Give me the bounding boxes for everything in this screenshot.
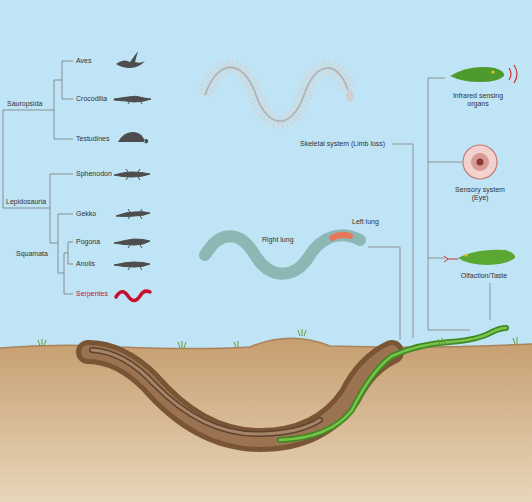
- snake-silhouette: [116, 291, 150, 300]
- turtle-silhouette: [118, 132, 148, 143]
- green-snake: [280, 328, 506, 440]
- infrared-eye: [491, 70, 494, 73]
- taxon-label: Testudines: [76, 135, 109, 143]
- organ-label: Left lung: [352, 218, 379, 226]
- infrared-head: [450, 67, 504, 82]
- eye-ball: [463, 145, 497, 179]
- eye-iris: [471, 153, 489, 171]
- pogona-silhouette: [114, 239, 150, 248]
- crocodile-silhouette: [114, 96, 151, 104]
- clade-label: Sauropsida: [7, 100, 42, 108]
- grass: [38, 329, 517, 348]
- clade-label: Lepidosauria: [6, 198, 46, 206]
- taxon-label: Crocodilia: [76, 95, 107, 103]
- organ-label: Sensory system (Eye): [449, 186, 511, 202]
- tuatara-silhouette: [114, 169, 150, 180]
- olfaction-eye: [465, 254, 468, 257]
- organ-label: Right lung: [262, 236, 294, 244]
- anolis-silhouette: [114, 262, 150, 270]
- skull: [346, 90, 354, 102]
- leader-lines: [368, 78, 490, 340]
- taxon-label: Anolis: [76, 260, 95, 268]
- organ-label: Infrared sensing organs: [447, 92, 509, 108]
- ground: [0, 338, 532, 502]
- organ-label: Olfaction/Taste: [461, 272, 507, 280]
- tree-branches: [3, 61, 73, 294]
- spine: [205, 67, 348, 121]
- left-lung-organ: [332, 235, 350, 238]
- infrared-waves: [509, 65, 517, 83]
- rib-cage: [205, 67, 348, 121]
- gecko-silhouette: [116, 209, 150, 219]
- taxon-label: Gekko: [76, 210, 96, 218]
- bird-silhouette: [116, 51, 145, 68]
- taxon-label: Aves: [76, 57, 91, 65]
- eye-pupil: [477, 159, 484, 166]
- burrowing-snake: [92, 350, 320, 434]
- system-label: Skeletal system (Limb loss): [300, 140, 385, 148]
- green-snake-stripe: [280, 328, 506, 440]
- taxon-label: Sphenodon: [76, 170, 112, 178]
- burrowing-snake-belly: [92, 350, 320, 434]
- forked-tongue: [444, 256, 458, 262]
- taxon-label: Serpentes: [76, 290, 108, 298]
- lung-snake-body: [205, 235, 360, 274]
- clade-label: Squamata: [16, 250, 48, 258]
- taxon-label: Pogona: [76, 238, 100, 246]
- olfaction-head: [458, 250, 515, 265]
